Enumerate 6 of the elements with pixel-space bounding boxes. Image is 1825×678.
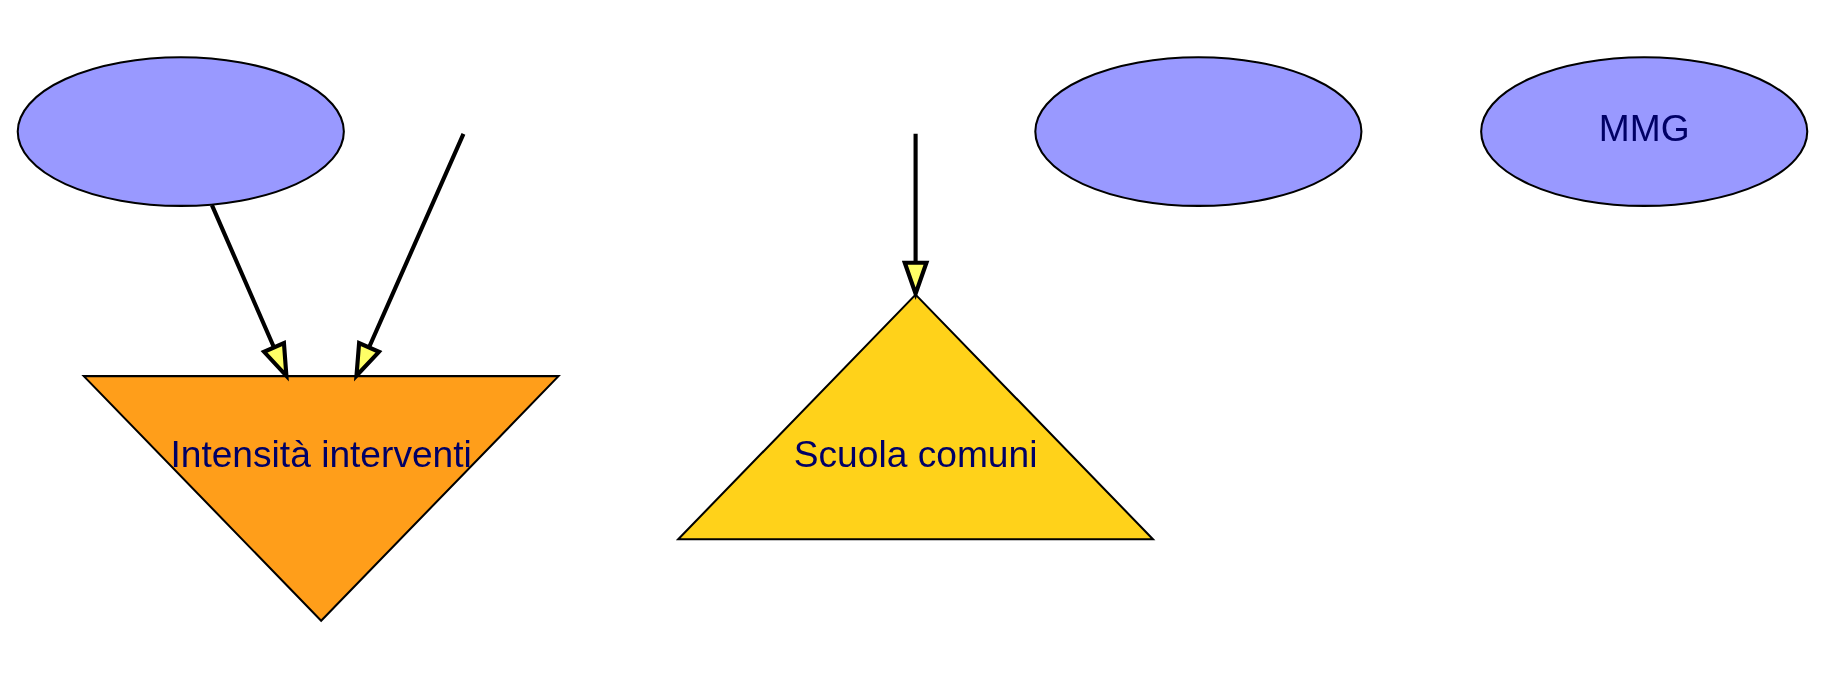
arrow <box>210 204 289 382</box>
node-ellipse <box>16 56 345 207</box>
arrow <box>353 133 466 382</box>
node-ellipse <box>1034 56 1363 207</box>
node-ellipse: MMG <box>1480 56 1809 207</box>
arrow <box>901 133 930 300</box>
